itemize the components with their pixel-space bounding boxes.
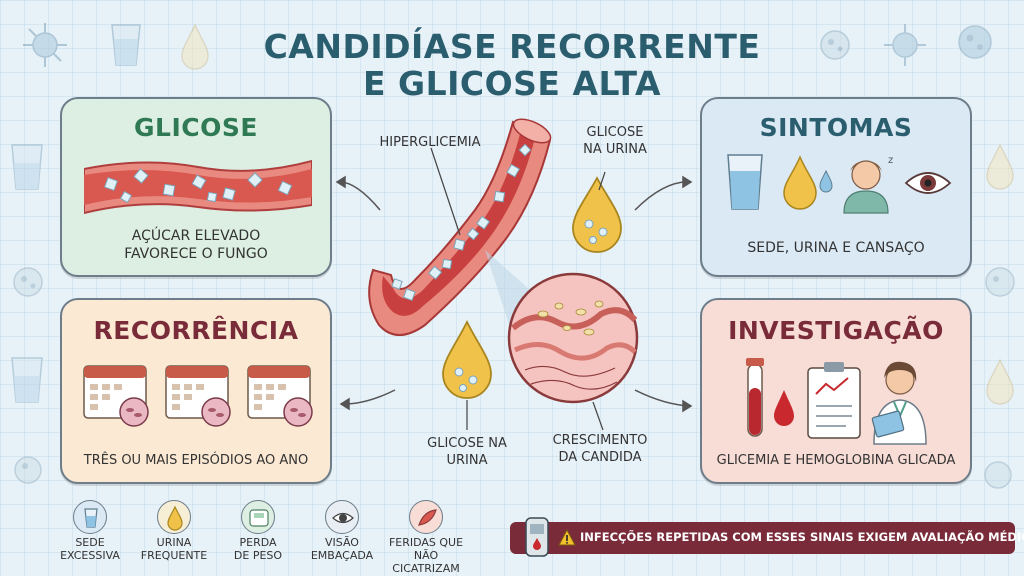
recorrencia-panel-text: TRÊS OU MAIS EPISÓDIOS AO ANO [83,453,309,468]
clipboard-icon [807,362,861,439]
sede-icon [73,500,107,534]
page-title-line-2: E GLICOSE ALTA [362,64,662,103]
blood-tube-icon [746,358,764,437]
glucose-drop-icon [442,319,492,399]
crescimento-line-1: CRESCIMENTO [552,433,648,448]
calendar-icon [165,365,231,427]
warning-text: INFECÇÕES REPETIDAS COM ESSES SINAIS EXI… [580,530,1024,544]
sintomas-panel: SINTOMAS z SEDE, URINA E CANSAÇO [700,97,972,277]
water-glass-icon [11,144,43,190]
sintomas-panel-text: SEDE, URINA E CANSAÇO [747,240,925,256]
virus-icon [13,267,43,297]
drop-icon [181,23,209,70]
glicose-urina-top-line-2: NA URINA [583,142,647,157]
blood-vessel-icon [84,159,312,215]
virus-icon [985,267,1015,297]
calendar-icon [247,365,313,427]
visao-label-line-2: EMBAÇADA [310,549,374,562]
glucometer-icon [525,517,549,557]
doctor-icon [871,361,927,445]
recorrencia-panel: RECORRÊNCIA TRÊS OU MAIS EPISÓDIOS AO AN… [60,298,332,484]
sede-label-line-1: SEDE [75,536,105,549]
virus-icon [820,30,850,60]
investigation-icons [746,358,927,445]
urina-label-line-2: FREQUENTE [140,549,208,562]
tired-person-icon: z [843,155,893,214]
glicose-panel-line-2: FAVORECE O FUNGO [124,246,268,262]
virus-icon [23,23,67,67]
virus-icon [14,456,42,484]
wound-icon [409,500,443,534]
glicose-panel-line-1: AÇÚCAR ELEVADO [131,228,261,244]
feridas-label-line-2: NÃO CICATRIZAM [392,549,460,575]
calendar-icons [83,365,313,427]
visao-label-line-1: VISÃO [325,536,359,549]
virus-icon [884,24,926,66]
crescimento-line-2: DA CANDIDA [558,450,642,465]
calendar-icon [83,365,149,427]
glicose-panel-title: GLICOSE [134,113,258,142]
candida-tissue-icon [507,272,639,404]
water-glass-icon [727,154,763,210]
eye-icon [325,500,359,534]
investigacao-panel-text: GLICEMIA E HEMOGLOBINA GLICADA [716,453,956,468]
investigacao-panel: INVESTIGAÇÃO GLICEMIA E HEMOGLOBINA GLIC… [700,298,972,484]
blood-drop-icon [774,390,794,426]
glucose-drop-icon [572,176,622,253]
water-glass-icon [111,24,141,66]
warning-banner: INFECÇÕES REPETIDAS COM ESSES SINAIS EXI… [510,517,1024,557]
peso-label-line-2: DE PESO [233,549,283,562]
investigacao-panel-title: INVESTIGAÇÃO [728,316,944,345]
scale-icon [241,500,275,534]
urina-icon [157,500,191,534]
glicose-urina-bottom-line-1: GLICOSE NA [427,436,507,451]
sintomas-panel-title: SINTOMAS [759,113,913,142]
eye-icon [904,172,952,194]
central-illustration [335,118,693,431]
hiperglicemia-label: HIPERGLICEMIA [379,135,481,150]
recorrencia-panel-title: RECORRÊNCIA [93,316,299,345]
sede-label-line-2: EXCESSIVA [60,549,120,562]
virus-icon [958,25,992,59]
svg-text:z: z [888,155,893,166]
virus-icon [984,461,1012,489]
warning-icon [558,529,576,546]
glicose-urina-top-line-1: GLICOSE [586,125,644,140]
arrows [335,175,693,413]
blood-vessel-icon [368,118,552,336]
page-title-line-1: CANDIDÍASE RECORRENTE [263,27,761,66]
drop-icon [986,358,1014,405]
glicose-urina-bottom-line-2: URINA [446,453,488,468]
drop-icon [783,155,833,210]
symptom-icons: z [727,154,952,214]
water-glass-icon [11,357,43,403]
urina-label-line-1: URINA [156,536,192,549]
feridas-label-line-1: FERIDAS QUE [388,536,464,549]
peso-label-line-1: PERDA [239,536,277,549]
glicose-panel: GLICOSE AÇÚCAR ELEVADO FAVORECE O FUNGO [60,97,332,277]
drop-icon [986,143,1014,190]
